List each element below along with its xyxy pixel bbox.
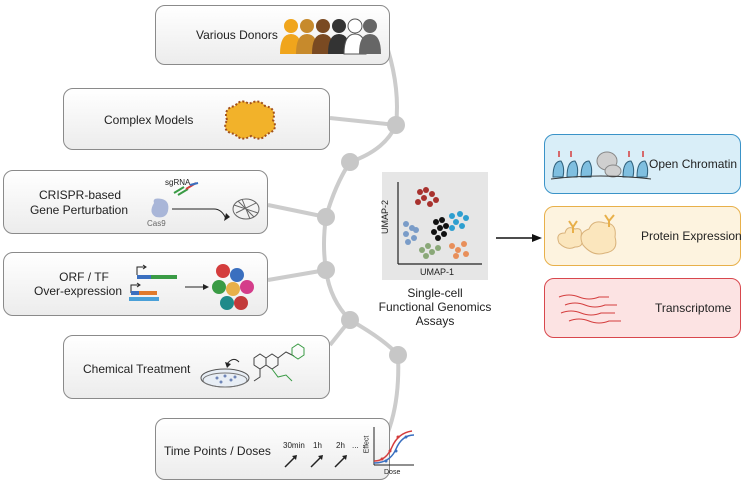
tree-node xyxy=(341,153,359,171)
dose-response-chart-icon xyxy=(373,427,415,466)
tree-node xyxy=(317,208,335,226)
umap-y-label: UMAP-2 xyxy=(380,199,391,235)
chemical-label: Chemical Treatment xyxy=(83,362,191,376)
time-label-30min: 30min xyxy=(283,441,305,450)
open-chromatin-panel: Open Chromatin xyxy=(544,134,741,194)
complex-models-label: Complex Models xyxy=(104,113,194,127)
crispr-label-line1: CRISPR-based xyxy=(38,188,122,202)
donors-label: Various Donors xyxy=(196,28,278,42)
chemical-structure-icon xyxy=(253,343,305,382)
orf-construct-icon xyxy=(129,264,254,310)
petri-dish-icon xyxy=(200,358,250,388)
open-chromatin-label: Open Chromatin xyxy=(649,157,738,171)
tree-node xyxy=(389,346,407,364)
cas9-label: Cas9 xyxy=(147,219,166,228)
orf-label-line1: ORF / TF xyxy=(59,270,109,284)
output-arrow xyxy=(496,234,542,242)
organoid-icon xyxy=(224,100,276,140)
chemical-panel: Chemical Treatment xyxy=(63,335,330,399)
umap-plot xyxy=(397,182,482,265)
time-label-2h: 2h xyxy=(336,441,345,450)
tree-node xyxy=(317,261,335,279)
time-arrows-icon xyxy=(284,455,347,468)
sgrna-label: sgRNA xyxy=(165,178,191,187)
umap-panel: UMAP-1 UMAP-2 xyxy=(380,172,488,280)
crispr-label-line2: Gene Perturbation xyxy=(29,203,129,217)
protein-expression-label: Protein Expression xyxy=(641,229,742,243)
protein-icon xyxy=(557,214,617,255)
chromatin-icon xyxy=(550,151,652,180)
timepoints-label: Time Points / Doses xyxy=(164,444,271,458)
assay-caption-line1: Single-cell xyxy=(407,286,463,300)
transcriptome-panel: Transcriptome xyxy=(544,278,741,338)
crispr-diagram-icon xyxy=(151,182,260,221)
umap-x-label: UMAP-1 xyxy=(420,267,455,277)
orf-panel: ORF / TF Over-expression xyxy=(3,252,268,316)
tree-node xyxy=(387,116,405,134)
protein-expression-panel: Protein Expression xyxy=(544,206,742,266)
dose-axis-label: Dose xyxy=(384,469,401,476)
assay-caption-line2: Functional Genomics xyxy=(378,300,492,314)
donors-panel: Various Donors xyxy=(155,5,390,65)
time-label-more: ... xyxy=(352,441,359,450)
complex-models-panel: Complex Models xyxy=(63,88,330,150)
transcriptome-label: Transcriptome xyxy=(655,301,732,315)
crispr-panel: CRISPR-based Gene Perturbation sgRNA Cas… xyxy=(3,170,268,234)
tree-node xyxy=(341,311,359,329)
donors-people-icon xyxy=(280,18,381,55)
effect-axis-label: Effect xyxy=(363,435,371,454)
time-label-1h: 1h xyxy=(313,441,322,450)
orf-label-line2: Over-expression xyxy=(33,284,123,298)
transcript-icon xyxy=(558,294,621,324)
assay-caption-line3: Assays xyxy=(415,314,455,328)
timepoints-panel: Time Points / Doses 30min 1h 2h ... Dose… xyxy=(155,418,415,480)
